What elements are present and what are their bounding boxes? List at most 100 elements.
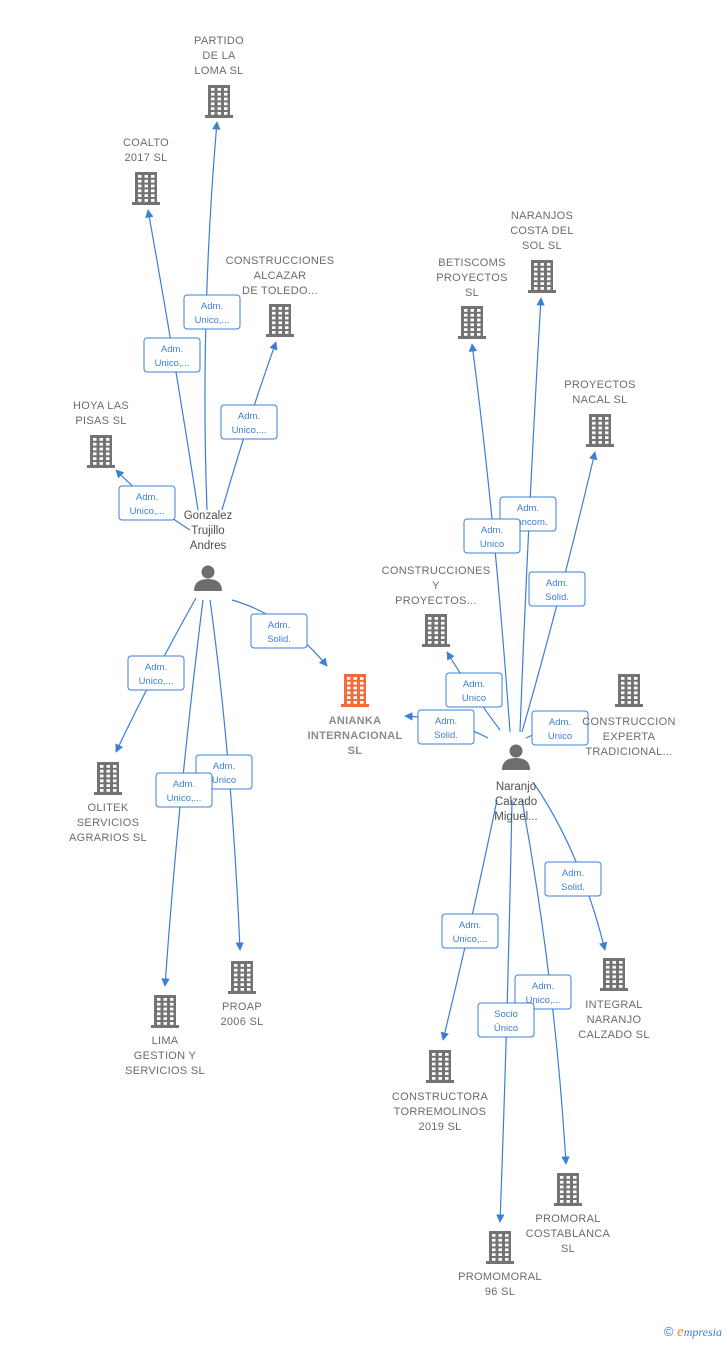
- node-label: NARANJOS: [511, 210, 573, 222]
- node-label: PROYECTOS: [436, 272, 508, 284]
- role-badge-naranjo-to-proyectosnacal[interactable]: Adm.Solid.: [528, 571, 586, 607]
- role-badge-text: Solid.: [267, 634, 291, 645]
- role-badge-box: [183, 294, 241, 330]
- role-badge-naranjo-to-integral[interactable]: Adm.Solid.: [544, 861, 602, 897]
- node-label: Gonzalez: [184, 510, 233, 522]
- role-badge-text: Adm.: [213, 761, 235, 772]
- role-badge-text: Unico,...: [453, 934, 488, 945]
- company-node-experta[interactable]: CONSTRUCCIONEXPERTATRADICIONAL...: [582, 674, 675, 758]
- node-label: PROAP: [222, 1001, 262, 1013]
- role-badge-gonzalez-to-olitek[interactable]: Adm.Unico,...: [127, 655, 185, 691]
- node-label: DE LA: [202, 50, 236, 62]
- role-badge-text: Unico,...: [232, 425, 267, 436]
- building-icon: [151, 995, 179, 1028]
- role-badge-box: [155, 772, 213, 808]
- role-badge-text: Adm.: [435, 716, 457, 727]
- building-icon: [615, 674, 643, 707]
- role-badge-naranjo-to-promoral[interactable]: Adm.Unico,...: [514, 974, 572, 1010]
- building-icon: [426, 1050, 454, 1083]
- role-badge-box: [118, 485, 176, 521]
- node-label: Miguel...: [494, 811, 537, 823]
- building-icon: [554, 1173, 582, 1206]
- role-badge-naranjo-to-betiscoms[interactable]: Adm. Unico: [463, 518, 521, 554]
- role-badge-gonzalez-to-lima[interactable]: Adm.Unico,...: [155, 772, 213, 808]
- node-label: AGRARIOS SL: [69, 832, 147, 844]
- role-badge-gonzalez-to-anianka[interactable]: Adm.Solid.: [250, 613, 308, 649]
- node-label: CONSTRUCCIONES: [226, 255, 335, 267]
- role-badge-text: Adm.: [532, 981, 554, 992]
- node-label: CALZADO SL: [578, 1029, 649, 1041]
- role-badge-naranjo-to-experta[interactable]: Adm. Unico: [531, 710, 589, 746]
- role-badge-box: [531, 710, 589, 746]
- node-label: COALTO: [123, 137, 169, 149]
- node-label: SL: [561, 1243, 575, 1255]
- building-icon: [94, 762, 122, 795]
- role-badge-text: Adm.: [549, 717, 571, 728]
- node-label: CONSTRUCTORA: [392, 1091, 489, 1103]
- node-label: PROMORAL: [535, 1213, 600, 1225]
- role-badge-box: [514, 974, 572, 1010]
- role-badge-naranjo-to-torremolinos[interactable]: Adm.Unico,...: [441, 913, 499, 949]
- role-badge-gonzalez-to-partido[interactable]: Adm.Unico,...: [183, 294, 241, 330]
- node-label: TORREMOLINOS: [394, 1106, 487, 1118]
- role-badge-text: Unico: [548, 731, 572, 742]
- node-label: Trujillo: [191, 525, 224, 537]
- role-badge-text: Socio: [494, 1009, 518, 1020]
- company-node-construccionesyp[interactable]: CONSTRUCCIONESYPROYECTOS...: [382, 565, 491, 647]
- node-label: INTERNACIONAL: [308, 730, 403, 742]
- node-label: SL: [465, 287, 479, 299]
- node-label: GESTION Y: [134, 1050, 197, 1062]
- role-badge-box: [463, 518, 521, 554]
- building-icon: [600, 958, 628, 991]
- node-label: LIMA: [152, 1035, 179, 1047]
- role-badge-box: [477, 1002, 535, 1038]
- role-badge-naranjo-to-construccionesyp[interactable]: Adm.Unico: [445, 672, 503, 708]
- role-badge-text: Adm.: [463, 679, 485, 690]
- node-label: 2019 SL: [418, 1121, 461, 1133]
- node-label: NACAL SL: [572, 394, 627, 406]
- role-badge-text: Adm.: [481, 525, 503, 536]
- role-badge-naranjo-to-anianka[interactable]: Adm.Solid.: [417, 709, 475, 745]
- edge-naranjo-to-integral: [532, 781, 608, 951]
- node-label: SOL SL: [522, 240, 562, 252]
- role-badge-text: Solid.: [561, 882, 585, 893]
- role-badge-text: Unico: [480, 539, 504, 550]
- role-badge-box: [127, 655, 185, 691]
- building-icon: [458, 306, 486, 339]
- empresia-logo[interactable]: empresia: [677, 1324, 722, 1340]
- role-badge-gonzalez-to-hoya[interactable]: Adm.Unico,...: [118, 485, 176, 521]
- role-badge-text: Unico,...: [130, 506, 165, 517]
- company-node-torremolinos[interactable]: CONSTRUCTORA TORREMOLINOS 2019 SL: [392, 1050, 489, 1133]
- building-icon: [486, 1231, 514, 1264]
- person-icon: [502, 744, 530, 770]
- role-badge-gonzalez-to-coalto[interactable]: Adm.Unico,...: [143, 337, 201, 373]
- role-badge-gonzalez-to-alcazar[interactable]: Adm.Unico,...: [220, 404, 278, 440]
- node-label: PARTIDO: [194, 35, 244, 47]
- building-icon: [586, 414, 614, 447]
- role-badge-box: [417, 709, 475, 745]
- person-node-naranjo[interactable]: NaranjoCalzadoMiguel...: [494, 744, 538, 824]
- building-icon: [205, 85, 233, 118]
- role-badge-text: Adm.: [161, 344, 183, 355]
- node-label: Naranjo: [496, 781, 536, 793]
- node-label: HOYA LAS: [73, 400, 129, 412]
- role-badge-text: Adm.: [173, 779, 195, 790]
- building-icon: [87, 435, 115, 468]
- role-badge-box: [441, 913, 499, 949]
